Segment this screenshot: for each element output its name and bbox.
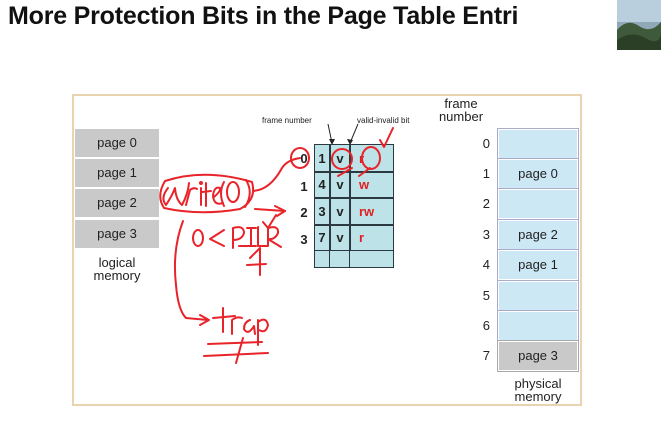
pt-frame-0: 1 bbox=[314, 144, 330, 172]
frame-number-1: 1 bbox=[482, 166, 490, 181]
physical-frame-3: page 2 bbox=[497, 219, 579, 251]
logical-page-1: page 1 bbox=[74, 158, 160, 188]
pt-perm-1: w bbox=[350, 172, 394, 198]
handwritten-write-0 bbox=[159, 173, 255, 214]
physical-frame-2 bbox=[497, 188, 579, 220]
logical-memory-caption-2: memory bbox=[93, 268, 141, 283]
circle-index-0 bbox=[290, 147, 310, 169]
physical-memory-caption-1: physical bbox=[514, 376, 562, 391]
valid-invalid-label: valid-invalid bit bbox=[357, 116, 410, 125]
physical-frame-1: page 0 bbox=[497, 158, 579, 190]
logical-page-2: page 2 bbox=[74, 188, 160, 218]
pt-perm-3: r bbox=[350, 225, 394, 251]
page-table-index-1: 1 bbox=[300, 179, 308, 194]
page-table-divider bbox=[329, 251, 330, 268]
handwritten-arrow-to-trap bbox=[173, 220, 187, 319]
pt-frame-2: 3 bbox=[314, 198, 330, 225]
frame-number-header-1: frame bbox=[444, 96, 478, 111]
frame-number-4: 4 bbox=[482, 257, 490, 272]
pt-valid-3: v bbox=[330, 225, 350, 251]
physical-frame-5 bbox=[497, 280, 579, 312]
page-table-index-0: 0 bbox=[300, 151, 308, 166]
circle-perm-0 bbox=[361, 146, 381, 170]
presenter-thumbnail bbox=[617, 0, 661, 50]
physical-memory-caption-2: memory bbox=[514, 389, 562, 404]
handwritten-arrow-to-table bbox=[252, 157, 301, 192]
pt-frame-1: 4 bbox=[314, 172, 330, 198]
pt-frame-3: 7 bbox=[314, 225, 330, 251]
logical-page-3: page 3 bbox=[74, 219, 160, 249]
circle-valid-0 bbox=[331, 148, 353, 170]
frame-number-label: frame number bbox=[262, 116, 312, 125]
logical-memory-caption-1: logical bbox=[98, 255, 136, 270]
frame-number-2: 2 bbox=[482, 196, 490, 211]
frame-number-7: 7 bbox=[482, 348, 490, 363]
physical-frame-7: page 3 bbox=[497, 340, 579, 372]
slide-title: More Protection Bits in the Page Table E… bbox=[8, 2, 519, 30]
page-table-divider bbox=[349, 251, 350, 268]
physical-frame-0 bbox=[497, 128, 579, 160]
pt-perm-2: rw bbox=[350, 198, 394, 225]
frame-number-6: 6 bbox=[482, 318, 490, 333]
logical-page-0: page 0 bbox=[74, 128, 160, 158]
page-table-index-3: 3 bbox=[300, 232, 308, 247]
frame-number-3: 3 bbox=[482, 227, 490, 242]
page-table-extension bbox=[314, 251, 394, 268]
physical-frame-4: page 1 bbox=[497, 249, 579, 281]
handwritten-ptlr-check bbox=[192, 214, 282, 276]
pt-valid-2: v bbox=[330, 198, 350, 225]
frame-number-5: 5 bbox=[482, 288, 490, 303]
frame-number-header-2: number bbox=[438, 109, 484, 124]
handwritten-trap bbox=[203, 307, 269, 364]
pt-valid-1: v bbox=[330, 172, 350, 198]
physical-frame-6 bbox=[497, 310, 579, 342]
page-table-index-2: 2 bbox=[300, 205, 308, 220]
frame-number-0: 0 bbox=[482, 136, 490, 151]
